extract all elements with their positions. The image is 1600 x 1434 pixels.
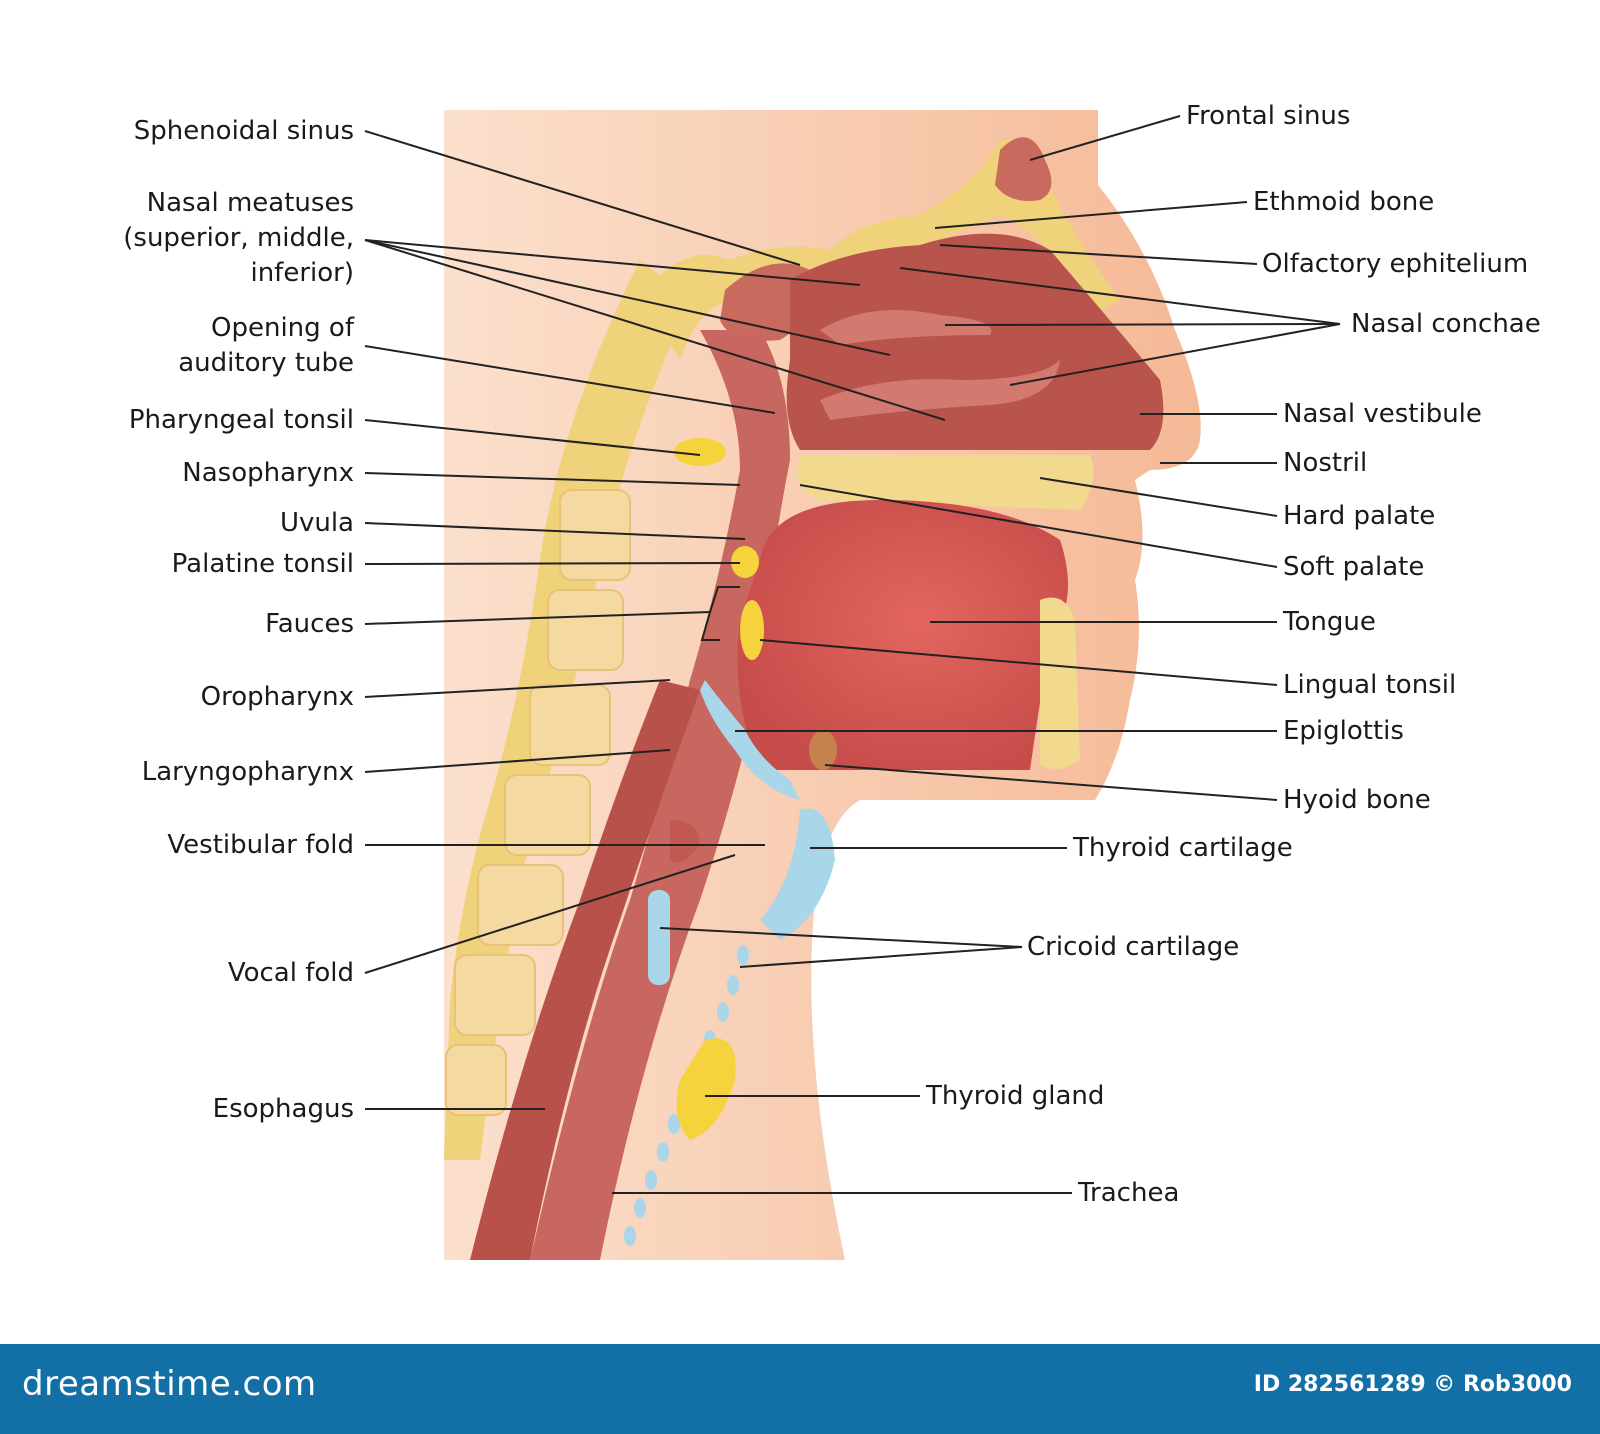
tongue xyxy=(737,500,1068,770)
label-sphenoidal-sinus: Sphenoidal sinus xyxy=(133,116,354,146)
label-hyoid-bone: Hyoid bone xyxy=(1283,785,1431,815)
footer-bar: dreamstime.com ID 282561289 © Rob3000 xyxy=(0,1344,1600,1434)
hyoid-bone xyxy=(809,730,837,770)
label-fauces: Fauces xyxy=(265,609,354,639)
label-pharyngeal-tonsil: Pharyngeal tonsil xyxy=(128,405,354,435)
label-soft-palate: Soft palate xyxy=(1283,552,1425,582)
cricoid-cartilage-front xyxy=(648,890,670,985)
thyroid-gland xyxy=(676,1038,736,1140)
label-opening-auditory-tube: Opening of auditory tube xyxy=(178,313,354,378)
label-esophagus: Esophagus xyxy=(212,1094,354,1124)
label-laryngopharynx: Laryngopharynx xyxy=(141,757,354,787)
conchae xyxy=(820,310,1060,420)
label-cricoid-cartilage: Cricoid cartilage xyxy=(1027,932,1240,962)
label-nasal-vestibule: Nasal vestibule xyxy=(1283,399,1482,429)
label-nostril: Nostril xyxy=(1283,448,1368,478)
label-palatine-tonsil: Palatine tonsil xyxy=(171,549,354,579)
hard-palate xyxy=(797,455,1094,510)
label-thyroid-cartilage: Thyroid cartilage xyxy=(1073,833,1293,863)
label-epiglottis: Epiglottis xyxy=(1283,716,1404,746)
palatine-tonsil xyxy=(731,546,759,578)
label-ethmoid-bone: Ethmoid bone xyxy=(1253,187,1435,217)
mandible xyxy=(1040,597,1080,769)
label-olfactory-ephitelium: Olfactory ephitelium xyxy=(1262,249,1529,279)
lingual-tonsil xyxy=(740,600,764,660)
pharyngeal-tonsil xyxy=(674,438,726,466)
label-oropharynx: Oropharynx xyxy=(200,682,354,712)
leader-lines-right xyxy=(612,115,1341,1194)
footer-site-logo[interactable]: dreamstime.com xyxy=(22,1364,317,1404)
leader-lines-left xyxy=(364,130,946,1110)
vertebrae xyxy=(445,489,631,1116)
footer-image-credit: ID 282561289 © Rob3000 xyxy=(1253,1372,1572,1397)
label-frontal-sinus: Frontal sinus xyxy=(1186,101,1351,131)
esophagus xyxy=(470,680,700,1260)
label-lingual-tonsil: Lingual tonsil xyxy=(1283,670,1457,700)
epiglottis xyxy=(700,680,800,800)
label-tongue: Tongue xyxy=(1283,607,1376,637)
label-thyroid-gland: Thyroid gland xyxy=(926,1081,1105,1111)
sphenoidal-sinus xyxy=(720,263,811,341)
label-hard-palate: Hard palate xyxy=(1283,501,1436,531)
label-nasopharynx: Nasopharynx xyxy=(182,458,354,488)
frontal-sinus xyxy=(995,137,1052,201)
label-vocal-fold: Vocal fold xyxy=(227,958,354,988)
label-trachea: Trachea xyxy=(1078,1178,1180,1208)
label-nasal-conchae: Nasal conchae xyxy=(1351,309,1541,339)
label-nasal-meatuses: Nasal meatuses (superior, middle, inferi… xyxy=(123,188,354,288)
thyroid-cartilage xyxy=(760,808,835,940)
label-uvula: Uvula xyxy=(279,508,354,538)
vestibular-fold xyxy=(670,820,700,863)
label-vestibular-fold: Vestibular fold xyxy=(167,830,354,860)
